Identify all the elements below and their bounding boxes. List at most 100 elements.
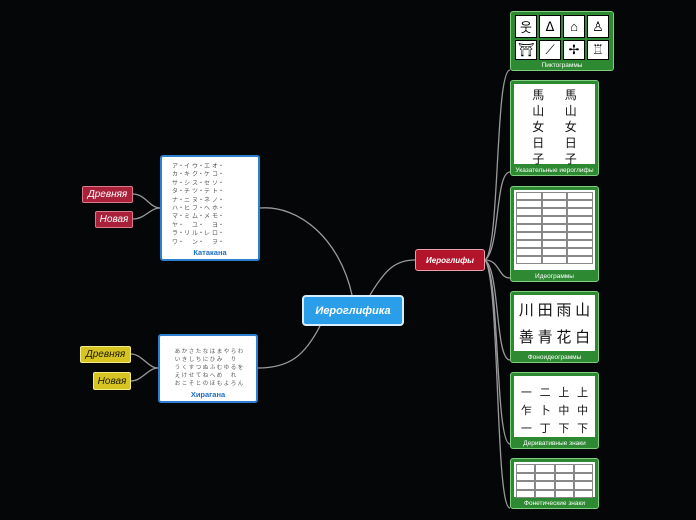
glyph: 下: [577, 422, 589, 435]
derivative-label: Деривативные знаки: [523, 440, 586, 447]
table-cell: [573, 481, 593, 490]
table-cell: [516, 200, 542, 208]
table-cell: [541, 192, 568, 200]
kana-cell: [232, 188, 250, 196]
glyph: 山: [564, 104, 577, 118]
table-cell: [541, 216, 568, 224]
table-cell: [516, 256, 542, 264]
glyph: 下: [558, 422, 570, 435]
glyph: 田: [537, 301, 553, 319]
kana-cell: し: [188, 357, 195, 363]
kana-cell: ね: [202, 373, 209, 379]
table-cell: [516, 208, 542, 216]
table-cell: [541, 248, 568, 256]
central-topic[interactable]: Иероглифика: [302, 295, 404, 326]
phonetic-label: Фонетические знаки: [524, 500, 585, 507]
kana-cell: め: [216, 373, 223, 379]
glyph: 子: [532, 152, 545, 166]
glyph: 上: [558, 386, 570, 399]
table-cell: [516, 489, 536, 498]
kana-cell: [232, 213, 250, 221]
table-cell: [541, 232, 568, 240]
kana-cell: お: [174, 381, 181, 387]
table-cell: [516, 248, 542, 256]
kana-cell: ウ・エ: [192, 164, 211, 170]
phonoideograms-image: 川 田 雨 山 善 青 花 白: [514, 295, 595, 351]
table-cell: [573, 464, 593, 473]
hiragana-tag-new[interactable]: Новая: [93, 372, 131, 390]
table-cell: [516, 216, 542, 224]
table-cell: [567, 200, 593, 208]
indicative-label: Указательные иероглифы: [515, 167, 594, 174]
kana-cell: ひ: [209, 357, 216, 363]
phonetic-card[interactable]: Фонетические знаки: [510, 458, 599, 509]
katakana-tag-new[interactable]: Новая: [95, 211, 133, 228]
kana-cell: の: [202, 381, 209, 387]
kana-cell: な: [202, 349, 209, 355]
kana-cell: こ: [181, 381, 188, 387]
table-cell: [567, 224, 593, 232]
kana-cell: せ: [188, 373, 195, 379]
hiragana-label: Хирагана: [190, 390, 226, 399]
kana-cell: ち: [195, 357, 202, 363]
pictograms-card[interactable]: 웃 ᐃ ⌂ ♙ ⛩ ⟋ ✢ ♖ Пиктограммы: [510, 11, 614, 71]
kana-cell: [237, 356, 244, 364]
glyph: 青: [537, 328, 553, 346]
table-cell: [567, 192, 593, 200]
kana-cell: ワ・: [172, 239, 185, 246]
katakana-tag-ancient[interactable]: Древняя: [82, 186, 133, 203]
table-cell: [535, 464, 555, 473]
kana-cell: け: [181, 373, 188, 379]
kana-cell: ホ・: [212, 206, 225, 213]
ideograms-label: Идеограммы: [535, 273, 574, 280]
kana-cell: は: [209, 349, 216, 355]
table-cell: [516, 224, 542, 232]
kana-cell: ン・: [192, 239, 205, 246]
kana-cell: [232, 171, 250, 179]
phonoideograms-card[interactable]: 川 田 雨 山 善 青 花 白 Фоноидеограммы: [510, 291, 599, 363]
ideograms-card[interactable]: Идеограммы: [510, 186, 599, 282]
kana-cell: [232, 205, 250, 213]
hiragana-tag-ancient[interactable]: Древняя: [80, 346, 131, 363]
kana-cell: [232, 163, 250, 171]
kana-cell: [232, 239, 250, 247]
kana-cell: ス・セ: [192, 180, 211, 187]
kana-cell: れ: [230, 373, 237, 379]
katakana-label: Катакана: [193, 248, 227, 257]
kana-cell: ム・メ: [192, 214, 211, 221]
indicative-card[interactable]: 馬 馬 山 山 女 女 日 日 子 子 Указательные иерогли…: [510, 80, 599, 176]
ideograms-image: [514, 190, 595, 270]
kana-cell: ロ・: [212, 231, 225, 238]
table-cell: [567, 208, 593, 216]
derivative-card[interactable]: 一 二 上 上 乍 卜 中 中 一 丁 下 下 Деривативные зна…: [510, 372, 599, 449]
pictograms-label: Пиктограммы: [541, 62, 583, 69]
kana-cell: ま: [216, 349, 223, 355]
kana-cell: ヌ・ネ: [192, 197, 211, 204]
kana-cell: き: [181, 357, 188, 363]
katakana-chart: ア・イウ・エオ・ カ・キク・ケコ・ サ・シス・セソ・ タ・チツ・テト・ ナ・ニヌ…: [172, 163, 250, 247]
glyph: 丁: [539, 422, 551, 435]
kana-cell: も: [216, 381, 223, 387]
phonetic-image: [514, 462, 595, 498]
phonoideograms-label: Фоноидеограммы: [527, 354, 582, 361]
castle-icon: ♖: [587, 40, 609, 60]
kana-cell: [237, 372, 244, 380]
katakana-card[interactable]: ア・イウ・エオ・ カ・キク・ケコ・ サ・シス・セソ・ タ・チツ・テト・ ナ・ニヌ…: [160, 155, 260, 261]
kana-cell: ノ・: [212, 197, 225, 204]
kana-cell: フ・ヘ: [192, 206, 211, 213]
hieroglyphs-topic[interactable]: Иероглифы: [415, 249, 485, 271]
table-cell: [535, 489, 555, 498]
glyph: 日: [532, 136, 545, 150]
table-cell: [516, 481, 536, 490]
kana-cell: ゆ: [223, 365, 230, 371]
kana-cell: [232, 230, 250, 238]
glyph: 中: [558, 404, 570, 417]
kana-cell: へ: [209, 373, 216, 379]
kana-cell: モ・: [212, 214, 225, 221]
kana-cell: さ: [188, 349, 195, 355]
tree-icon: ✢: [563, 40, 585, 60]
hiragana-card[interactable]: あかさたなはまやらわいきしちにひみ り うくすつぬふむゆるをえけせてねへめ れ …: [158, 334, 258, 403]
glyph: 馬: [532, 88, 545, 102]
kana-cell: て: [195, 373, 202, 379]
table-cell: [554, 464, 574, 473]
